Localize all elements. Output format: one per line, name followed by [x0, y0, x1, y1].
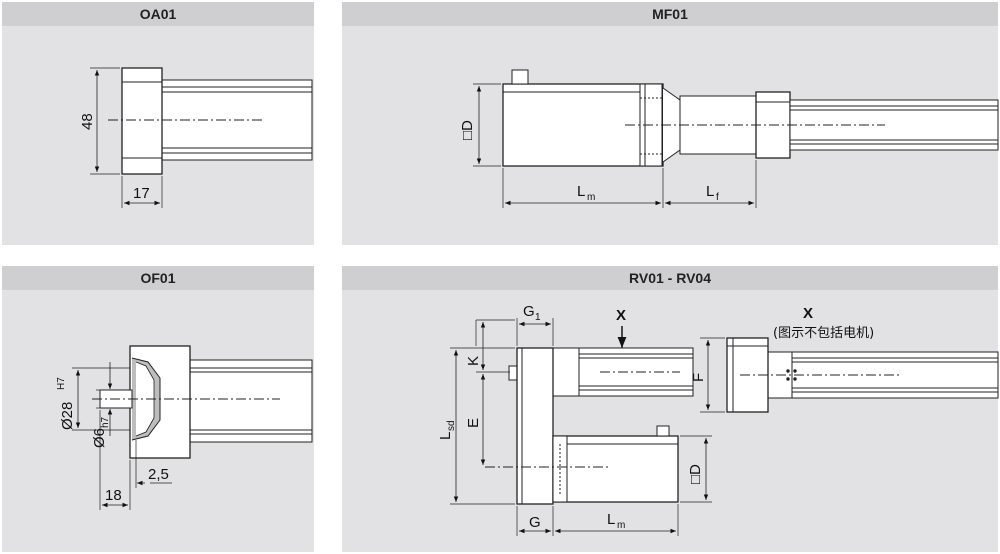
rv-dim-g1-sub: 1: [535, 312, 541, 323]
mf01-dim-lf-sub: f: [716, 192, 719, 203]
rv-dim-e: E: [465, 418, 482, 428]
panel-title-rv: RV01 - RV04: [342, 266, 998, 290]
rv-dim-g1: G: [523, 303, 535, 320]
mf01-dim-lf: L: [706, 183, 714, 200]
rv-dim-f: F: [690, 373, 707, 382]
mf01-dim-lm: L: [577, 183, 585, 200]
oa01-drawing: [90, 67, 313, 208]
rv-dim-d: □D: [687, 464, 704, 484]
rv-drawing: [450, 318, 999, 536]
panel-title-oa01: OA01: [2, 2, 314, 26]
panel-title-mf01: MF01: [342, 2, 998, 26]
mf01-drawing: [473, 69, 999, 208]
rv-dim-k: K: [465, 356, 482, 366]
of01-dim-d6-sub: h7: [100, 416, 111, 428]
mf01-dim-lm-sub: m: [587, 192, 595, 203]
rv-note-no-motor: (图示不包括电机): [773, 326, 874, 341]
oa01-dim-17: 17: [133, 185, 150, 202]
of01-dim-d6: Ø6: [91, 428, 108, 448]
rv-dim-lm-sub: m: [617, 520, 625, 531]
rv-dim-lsd-sub: sd: [446, 420, 457, 431]
rv-view-x-title: X: [803, 305, 813, 322]
panel-title-of01: OF01: [2, 266, 314, 290]
rv-dim-lm: L: [607, 511, 615, 528]
mf01-dim-d: □D: [459, 120, 476, 140]
rv-dim-g: G: [529, 514, 541, 531]
of01-drawing: [72, 345, 313, 510]
rv-dim-lsd: L: [437, 432, 454, 440]
of01-dim-d28-sup: H7: [56, 377, 67, 390]
of01-dim-d28: Ø28: [59, 402, 76, 430]
of01-dim-25: 2,5: [148, 466, 169, 483]
of01-dim-18: 18: [105, 487, 122, 504]
rv-view-x-label: X: [616, 307, 626, 324]
oa01-dim-48: 48: [79, 113, 96, 130]
